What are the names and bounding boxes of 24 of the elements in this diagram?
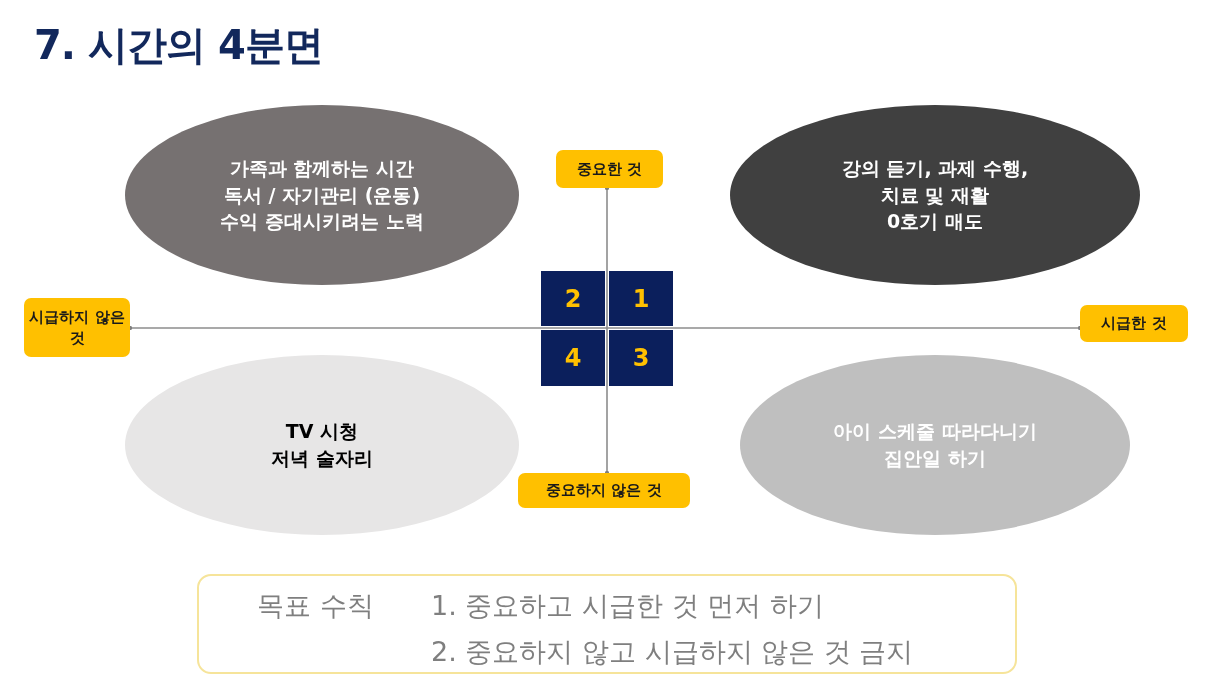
quadrant-text: 강의 듣기, 과제 수행,	[841, 156, 1029, 182]
slide-title: 7. 시간의 4분면	[34, 21, 323, 70]
quadrant-text: TV 시청	[285, 419, 359, 445]
quadrant-text: 독서 / 자기관리 (운동)	[223, 182, 421, 208]
quadrant-text: 저녁 술자리	[271, 446, 373, 471]
quadrant-number: 1	[609, 271, 673, 326]
quadrant-number: 4	[541, 330, 605, 386]
quadrant-number: 3	[609, 330, 673, 386]
axis-label: 시급하지 않은 것	[24, 298, 130, 357]
quadrant-number: 2	[541, 271, 605, 326]
quadrant-text: 0호기 매도	[887, 209, 983, 235]
axis-label: 중요하지 않은 것	[518, 473, 690, 508]
axis-line	[604, 185, 610, 476]
note-box	[197, 574, 1017, 674]
note-heading: 목표 수칙	[257, 589, 374, 623]
rule-text: 1. 중요하고 시급한 것 먼저 하기	[431, 589, 824, 623]
quadrant-text: 수익 증대시키려는 노력	[220, 209, 424, 235]
quadrant-text: 집안일 하기	[884, 446, 986, 471]
axis-label: 시급한 것	[1080, 305, 1188, 342]
quadrant-text: 가족과 함께하는 시간	[229, 156, 415, 182]
quadrant-text: 치료 및 재활	[880, 182, 990, 208]
rule-text: 2. 중요하지 않고 시급하지 않은 것 금지	[431, 635, 914, 669]
axis-label: 중요한 것	[556, 150, 663, 188]
quadrant-text: 아이 스케줄 따라다니기	[833, 419, 1037, 445]
